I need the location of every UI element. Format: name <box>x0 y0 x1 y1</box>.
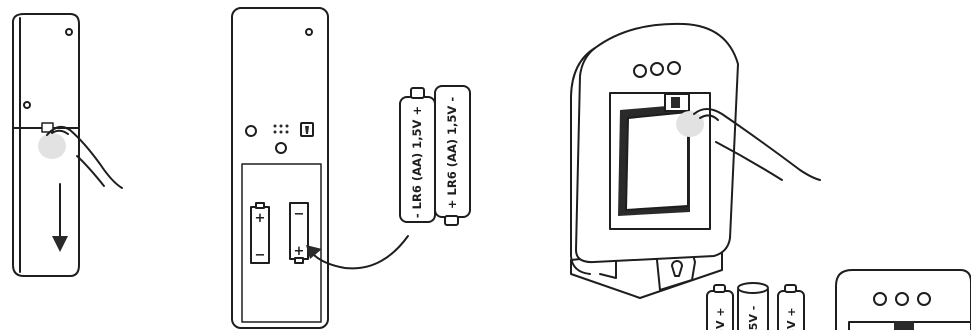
station-dot-2 <box>650 62 664 76</box>
closeup-dot-1 <box>873 292 887 306</box>
finger-knuckle <box>76 155 105 187</box>
insert-arrow-curve <box>311 235 409 270</box>
finger-nail <box>51 129 69 135</box>
finger-press-highlight-station <box>676 111 704 137</box>
closeup-dot-3 <box>917 292 931 306</box>
lock-slot-key <box>305 126 309 134</box>
round-button <box>245 125 257 137</box>
opened-cover-inner <box>625 111 689 211</box>
slot-right-plus: + <box>294 244 305 259</box>
station-hand <box>693 108 821 181</box>
slot-right-minus: − <box>294 207 305 222</box>
small-battery-2-label: ,5V - <box>747 306 760 330</box>
down-arrow-head <box>52 236 68 252</box>
closeup-compartment-top <box>848 321 971 330</box>
aa-battery-left: - LR6 (AA) 1,5V + <box>399 87 436 223</box>
insert-arrow-head <box>306 245 322 259</box>
reset-button <box>275 142 287 154</box>
side-hole <box>23 101 31 109</box>
step-open-station-panel <box>570 22 821 299</box>
small-battery-3: 5V + <box>777 284 805 330</box>
speaker-grille-icon <box>273 124 289 134</box>
small-battery-2: ,5V - <box>737 282 769 330</box>
closeup-dot-2 <box>895 292 909 306</box>
station-front-rim <box>570 47 596 275</box>
aa-battery-right: + LR6 (AA) 1,5V - <box>434 85 471 226</box>
stand-keyhole <box>671 260 683 277</box>
small-battery-3-label: 5V + <box>785 307 798 330</box>
aa-battery-left-label: - LR6 (AA) 1,5V + <box>410 106 424 218</box>
aa-battery-right-label: + LR6 (AA) 1,5V - <box>445 97 459 209</box>
finger-press-highlight <box>38 133 66 159</box>
step-insert-aa-panel: + − − + - LR6 (AA) 1,5V + + LR6 (AA) 1,5… <box>231 7 471 329</box>
small-battery-1-label: 5V + <box>714 307 727 330</box>
remote-back-led <box>305 28 313 36</box>
finger-hand <box>46 125 123 189</box>
closeup-latch <box>894 321 914 330</box>
station-dot-1 <box>633 64 647 78</box>
small-battery-1: 5V + <box>706 284 734 330</box>
station-finger-nail <box>699 114 719 121</box>
step-slide-cover-panel <box>11 13 123 277</box>
station-finger-knuckle <box>715 141 783 181</box>
cover-latch <box>41 122 54 133</box>
slot-left-minus: − <box>255 248 266 263</box>
compartment-latch-tab <box>671 97 680 108</box>
remote-led-hole <box>65 28 73 36</box>
station-dot-3 <box>667 61 681 75</box>
aa-slot-right-cap <box>294 257 304 264</box>
aa-slot-left-cap <box>255 202 265 209</box>
slot-left-plus: + <box>255 211 266 226</box>
step-station-batteries-panel: 5V + ,5V - 5V + <box>706 269 971 330</box>
